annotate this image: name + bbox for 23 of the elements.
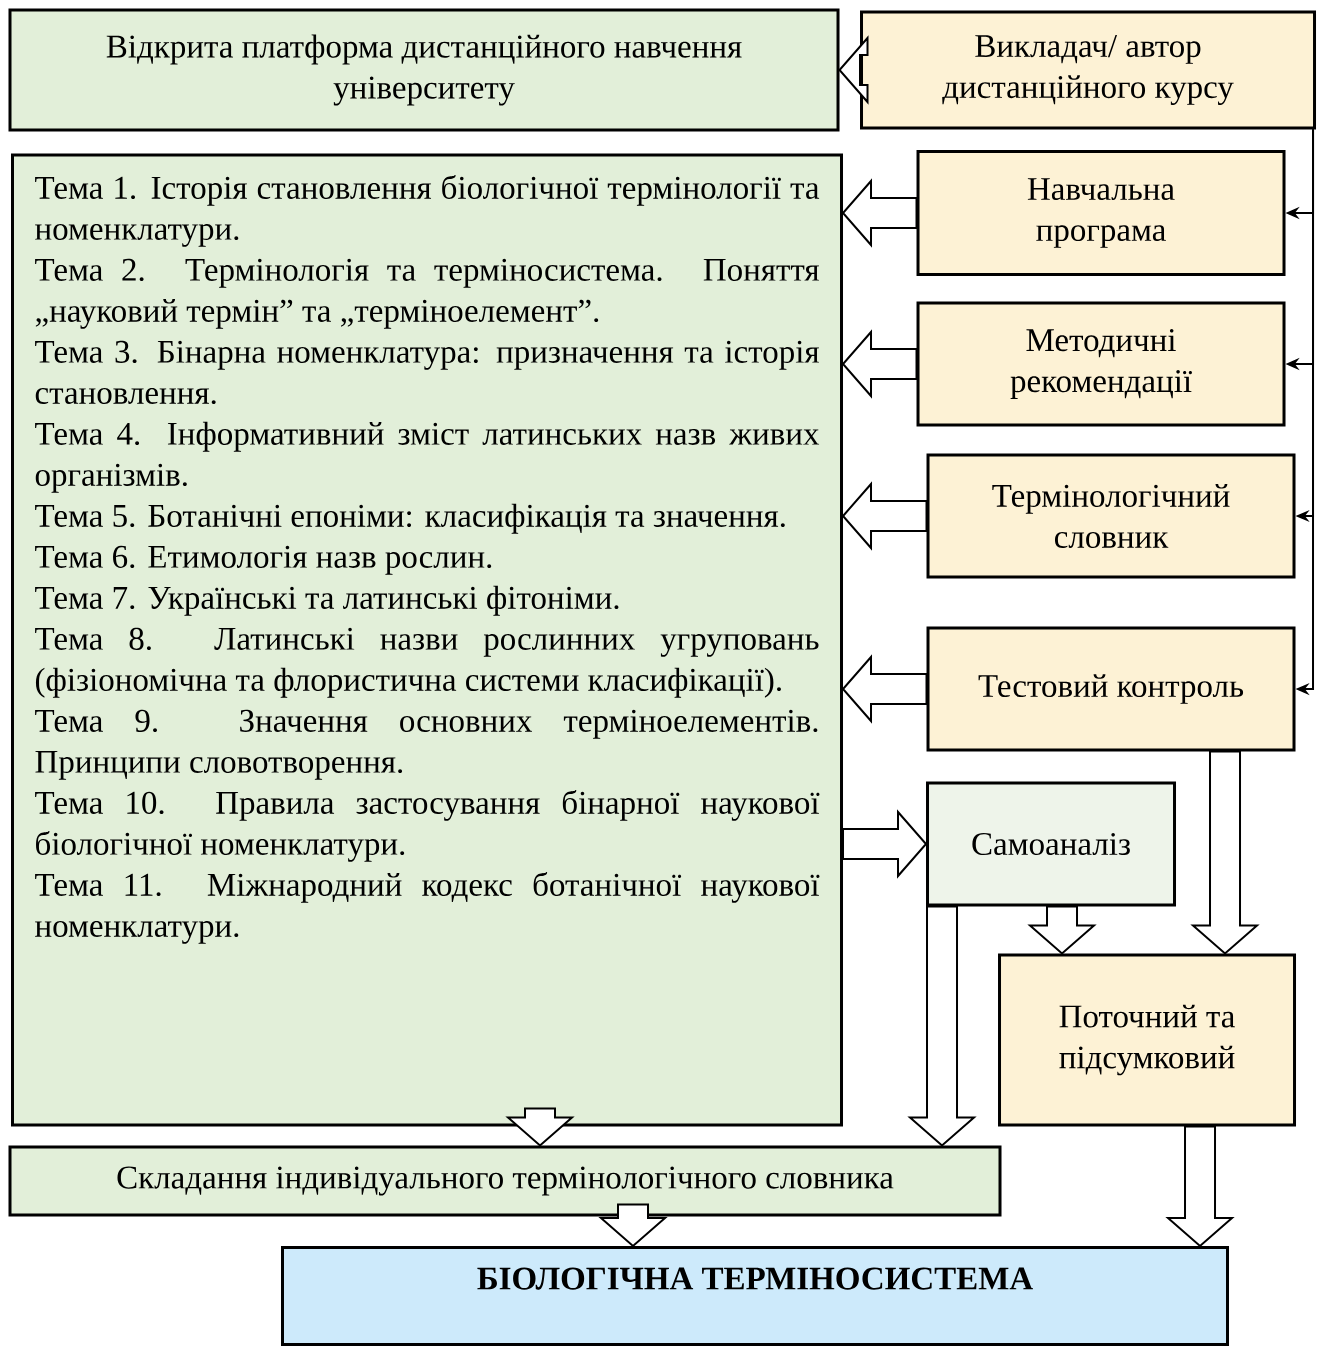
topic-list-box: Тема 1. Історія становлення біологічної термінології та номенклатури. Тема 2. Термінологія та терміносистема. Поняття „науковий термін” та „терміноелемент”. Тема 3. Бінарна номенклатура: призначення та історія становлення. Тема 4. Інформативний зміст латинських назв живих організмів. Тема 5. Ботанічні епоніми: класифікація та значення. Тема 6. Етимологія назв рослин. Тема 7. Українські та латинські фітоніми. Тема 8. Латинські назви рослинних угруповань (фізіономічна та флористична системи класифікації). Тема 9. Значення основних терміноелементів. Принципи словотворення. Тема 10. Правила застосування бінарної наукової біологічної номенклатури. Тема 11. Міжнародний кодекс ботанічної наукової номенклатури. (11, 153, 843, 1127)
block-arrow (841, 481, 928, 551)
block-arrow (1165, 1125, 1235, 1248)
block-arrow (838, 35, 869, 105)
result-box: БІОЛОГІЧНА ТЕРМІНОСИСТЕМА (281, 1246, 1229, 1346)
process-box: Тестовий контроль (926, 626, 1296, 752)
block-arrow (1190, 750, 1260, 955)
block-arrow (505, 1107, 575, 1147)
process-box: Навчальна програма (916, 150, 1286, 276)
process-box: Поточний та підсумковий (998, 953, 1296, 1127)
block-arrow (841, 329, 918, 399)
process-box: Термінологічний словник (926, 453, 1296, 579)
process-box: Самоаналіз (926, 781, 1176, 907)
platform-box: Відкрита платформа дистанційного навчення університету (8, 8, 840, 132)
block-arrow (841, 178, 918, 248)
process-box: Методичні рекомендації (916, 301, 1286, 427)
author-box: Викладач/ автор дистанційного курсу (860, 10, 1316, 130)
block-arrow (841, 654, 928, 724)
block-arrow (842, 809, 928, 879)
block-arrow (1027, 905, 1097, 955)
block-arrow (907, 905, 977, 1147)
block-arrow (598, 1203, 668, 1248)
process-box: Складання індивідуального термінологічного словника (8, 1145, 1002, 1217)
